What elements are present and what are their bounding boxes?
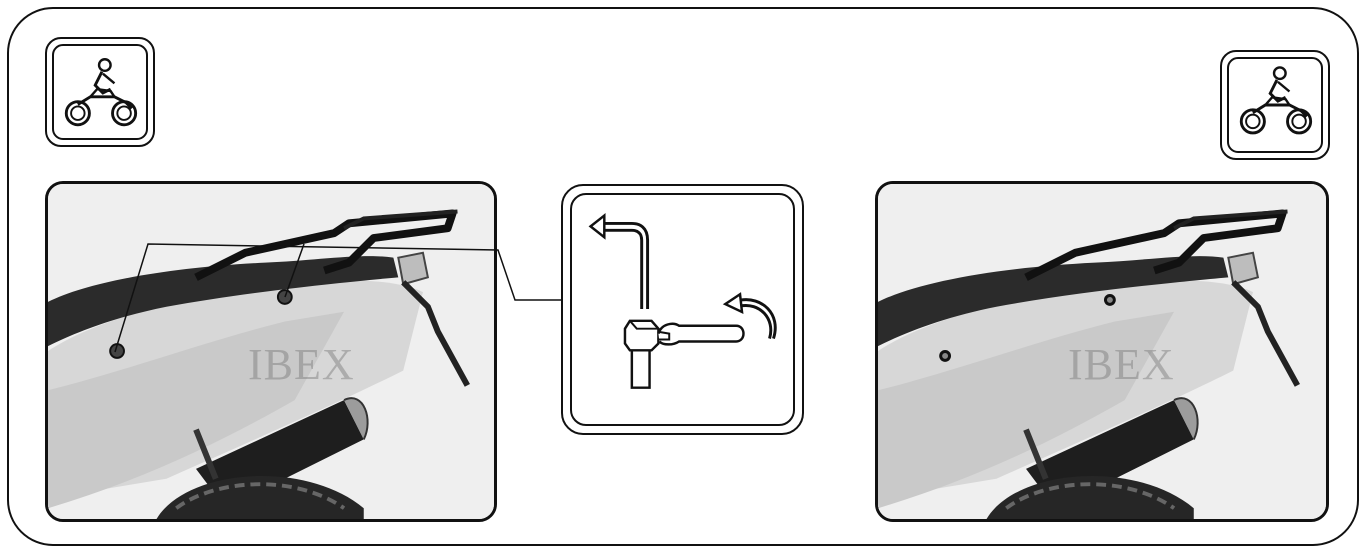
- motorcycle-rider-icon: [1220, 50, 1330, 160]
- watermark-text: IBEX: [1068, 339, 1175, 390]
- watermark-text: IBEX: [248, 339, 355, 390]
- motorcycle-rider-icon: [45, 37, 155, 147]
- hex-key-and-wrench-icon: [563, 186, 802, 433]
- bike-photo-after: IBEX: [875, 181, 1329, 522]
- tool-panel: [561, 184, 804, 435]
- bike-photo-before: IBEX: [45, 181, 497, 522]
